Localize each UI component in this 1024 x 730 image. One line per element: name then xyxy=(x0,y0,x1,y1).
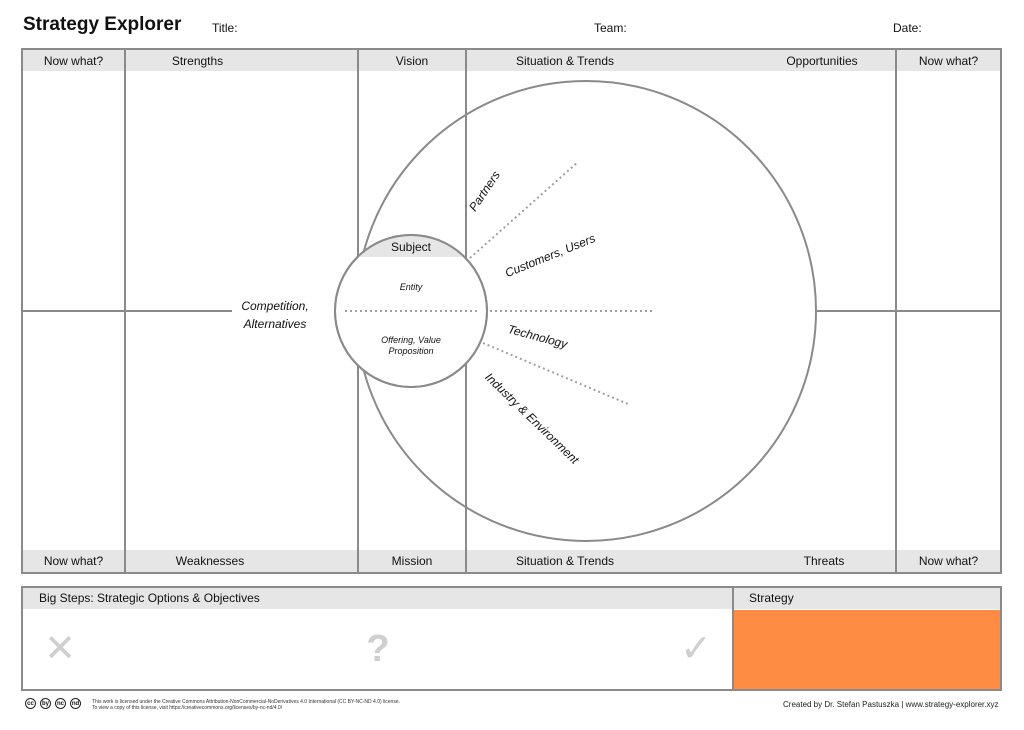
label-strengths: Strengths xyxy=(171,54,224,68)
label-situation-top: Situation & Trends xyxy=(515,54,615,68)
date-field-label: Date: xyxy=(893,21,922,35)
license-text-1: This work is licensed under the Creative… xyxy=(92,699,400,705)
subject-circle-outline xyxy=(334,234,488,388)
label-entity: Entity xyxy=(399,282,423,292)
label-offering-2: Proposition xyxy=(388,346,434,356)
label-competition-2: Alternatives xyxy=(243,317,307,331)
label-mission: Mission xyxy=(391,554,433,568)
label-now-what-bottom-right: Now what? xyxy=(918,554,979,568)
label-now-what-top-right: Now what? xyxy=(918,54,979,68)
label-now-what-bottom-left: Now what? xyxy=(43,554,104,568)
label-strategy: Strategy xyxy=(749,591,794,605)
ray-partners xyxy=(469,161,579,259)
cc-nd-icon: nd xyxy=(70,698,81,709)
license-text-2: To view a copy of this license, visit ht… xyxy=(92,705,283,711)
question-icon: ? xyxy=(366,628,390,670)
ray-lower xyxy=(482,342,629,405)
bottom-frame xyxy=(21,586,1002,691)
cc-nc-icon: nc xyxy=(55,698,66,709)
label-offering-1: Offering, Value xyxy=(381,335,441,345)
cc-icon: cc xyxy=(25,698,36,709)
label-big-steps: Big Steps: Strategic Options & Objective… xyxy=(39,591,260,605)
big-steps-band xyxy=(23,588,733,609)
cc-by-icon: by xyxy=(40,698,51,709)
label-threats: Threats xyxy=(803,554,845,568)
strategy-band xyxy=(734,588,1000,609)
team-field-label: Team: xyxy=(594,21,627,35)
credit-text: Created by Dr. Stefan Pastuszka | www.st… xyxy=(783,700,999,709)
situation-bottom-band xyxy=(466,550,700,573)
check-icon: ✓ xyxy=(680,628,712,670)
vision-band xyxy=(358,49,466,71)
label-opportunities: Opportunities xyxy=(786,54,858,68)
title-field-label: Title: xyxy=(212,21,238,35)
label-now-what-top-left: Now what? xyxy=(43,54,104,68)
app-title: Strategy Explorer xyxy=(23,14,182,35)
label-subject: Subject xyxy=(390,240,432,254)
cross-icon: ✕ xyxy=(44,628,76,670)
label-situation-bottom: Situation & Trends xyxy=(515,554,615,568)
situation-top-band xyxy=(466,49,700,71)
label-competition-1: Competition, xyxy=(241,299,309,313)
label-vision: Vision xyxy=(395,54,429,68)
strategy-fill xyxy=(734,610,1000,689)
label-weaknesses: Weaknesses xyxy=(175,554,245,568)
mission-band xyxy=(358,550,466,573)
